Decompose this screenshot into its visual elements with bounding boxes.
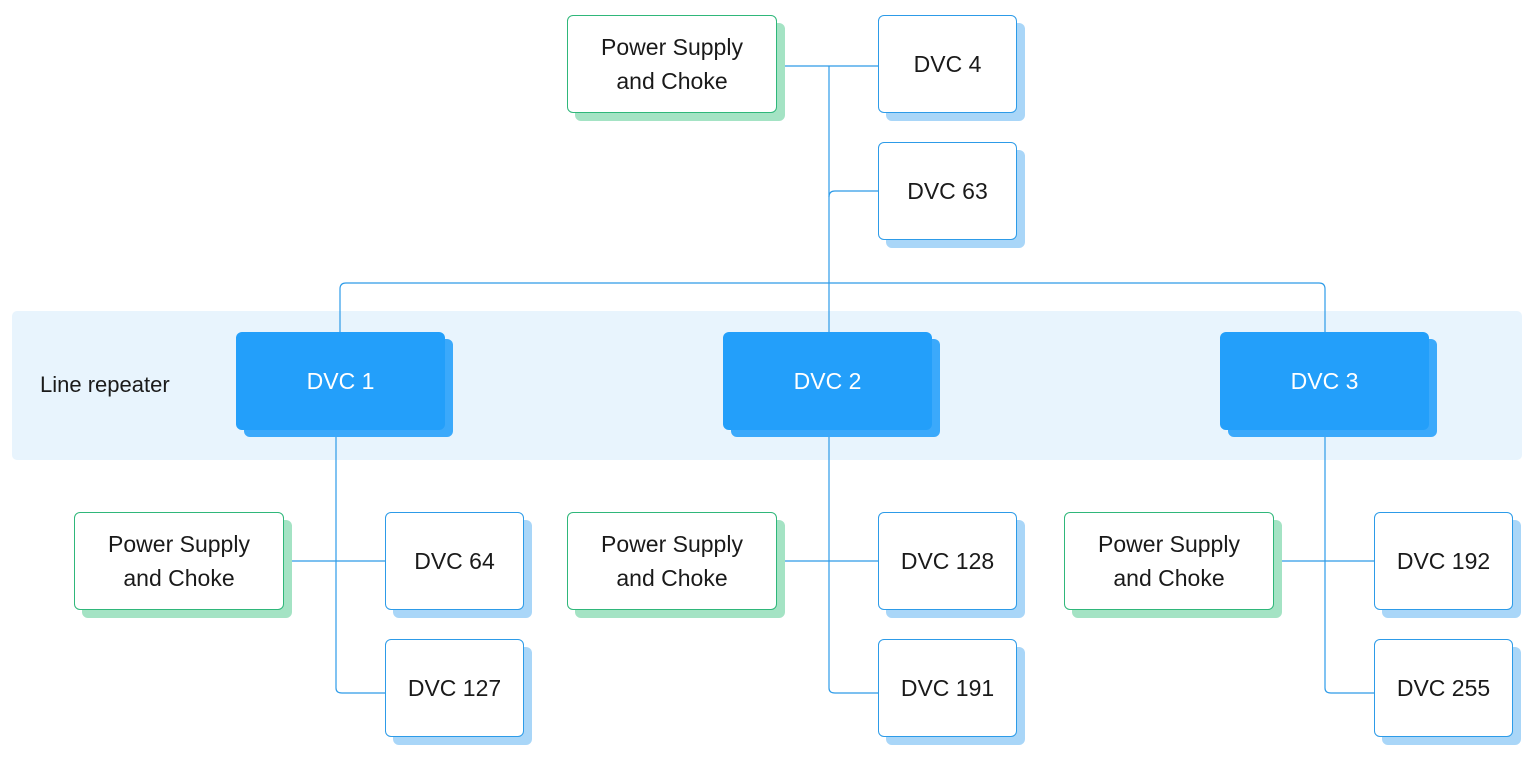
repeater-dvc3-label: DVC 3 xyxy=(1220,332,1429,430)
repeater-dvc2-box: DVC 2 xyxy=(723,332,940,437)
dvc128-box: DVC 128 xyxy=(878,512,1025,618)
top-power-supply-label: Power Supply and Choke xyxy=(567,15,777,113)
dvc4-box: DVC 4 xyxy=(878,15,1025,121)
dvc127-box: DVC 127 xyxy=(385,639,532,745)
dvc192-label: DVC 192 xyxy=(1374,512,1513,610)
dvc63-label: DVC 63 xyxy=(878,142,1017,240)
dvc255-box: DVC 255 xyxy=(1374,639,1521,745)
dvc64-label: DVC 64 xyxy=(385,512,524,610)
power-supply-2-label: Power Supply and Choke xyxy=(567,512,777,610)
dvc4-label: DVC 4 xyxy=(878,15,1017,113)
wire-dvc63-branch xyxy=(828,190,878,198)
top-power-supply-box: Power Supply and Choke xyxy=(567,15,785,121)
repeater-dvc3-box: DVC 3 xyxy=(1220,332,1437,437)
wire-dvc3-down xyxy=(1324,437,1374,694)
power-supply-3-label: Power Supply and Choke xyxy=(1064,512,1274,610)
dvc128-label: DVC 128 xyxy=(878,512,1017,610)
dvc127-label: DVC 127 xyxy=(385,639,524,737)
wire-dvc1-down xyxy=(335,437,385,694)
dvc191-box: DVC 191 xyxy=(878,639,1025,745)
repeater-dvc1-box: DVC 1 xyxy=(236,332,453,437)
power-supply-1-box: Power Supply and Choke xyxy=(74,512,292,618)
dvc63-box: DVC 63 xyxy=(878,142,1025,248)
dvc255-label: DVC 255 xyxy=(1374,639,1513,737)
dvc191-label: DVC 191 xyxy=(878,639,1017,737)
wire-bus-left xyxy=(339,282,829,332)
power-supply-3-box: Power Supply and Choke xyxy=(1064,512,1282,618)
repeater-dvc2-label: DVC 2 xyxy=(723,332,932,430)
line-repeater-label: Line repeater xyxy=(40,372,170,397)
power-supply-2-box: Power Supply and Choke xyxy=(567,512,785,618)
repeater-dvc1-label: DVC 1 xyxy=(236,332,445,430)
dvc192-box: DVC 192 xyxy=(1374,512,1521,618)
wire-dvc2-down xyxy=(828,437,878,694)
power-supply-1-label: Power Supply and Choke xyxy=(74,512,284,610)
dvc64-box: DVC 64 xyxy=(385,512,532,618)
wire-bus-right xyxy=(829,282,1326,332)
